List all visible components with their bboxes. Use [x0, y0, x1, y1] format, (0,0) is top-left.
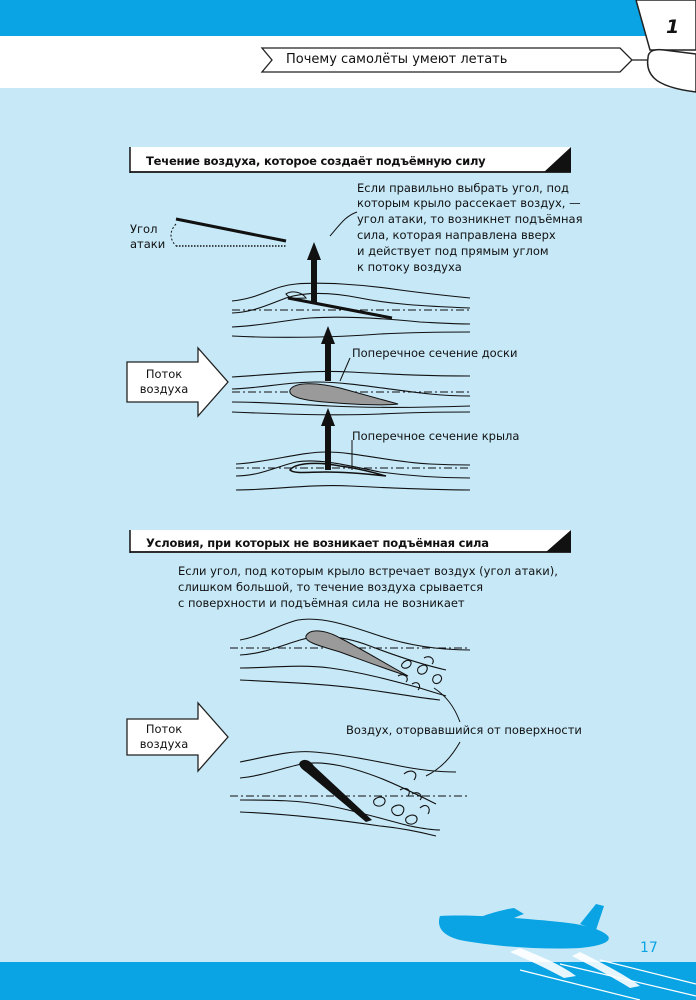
running-title-ribbon	[260, 47, 648, 73]
wing-label: Поперечное сечение крыла	[352, 429, 520, 443]
page-number: 17	[640, 940, 658, 956]
streamlines-wing	[235, 451, 471, 491]
board-cross-section	[289, 383, 399, 406]
section1-explanation-line5: и действует под прямым углом	[357, 244, 549, 258]
explanation-leader-line	[329, 211, 358, 237]
airflow-label-2-line1: Поток	[145, 722, 183, 736]
airplane-nose-icon	[646, 48, 696, 93]
angle-label-line2: атаки	[130, 237, 166, 251]
flat-plate	[287, 296, 393, 320]
section1-explanation-line4: сила, которая направлена вверх	[357, 228, 556, 242]
lift-arrow-board	[321, 326, 335, 381]
airflow-label-1-line1: Поток	[145, 367, 183, 381]
chapter-number: 1	[666, 16, 680, 38]
lift-arrow-wing	[321, 408, 335, 470]
angle-label-line1: Угол	[130, 222, 158, 236]
separated-air-leaders	[425, 687, 461, 777]
airflow-label-1-line2: воздуха	[139, 382, 189, 396]
running-title: Почему самолёты умеют летать	[286, 52, 508, 67]
section2-explanation-line1: Если угол, под которым крыло встречает в…	[178, 564, 558, 578]
stalled-wing-1	[305, 630, 409, 677]
board-label-leader	[339, 357, 351, 382]
airflow-label-1: Поток воздуха	[130, 367, 198, 397]
angle-of-attack-diagram	[170, 217, 287, 247]
chapter-tab	[635, 0, 696, 51]
lift-arrow	[307, 242, 321, 304]
section1-header-bar	[129, 147, 571, 173]
section1-title: Течение воздуха, которое создаёт подъёмн…	[146, 154, 486, 168]
section1-explanation-line6: к потоку воздуха	[357, 260, 462, 274]
airflow-label-2-line2: воздуха	[139, 737, 189, 751]
wing-cross-section	[289, 462, 387, 477]
section1-explanation-line3: угол атаки, то возникнет подъёмная	[357, 212, 583, 226]
airflow-arrow-1	[126, 346, 229, 418]
section2-explanation-line2: слишком большой, то течение воздуха срыв…	[178, 580, 484, 594]
separated-air-label: Воздух, оторвавшийся от поверхности	[346, 723, 582, 737]
streamlines-stall-1	[230, 618, 471, 701]
footer-streak-lines	[519, 959, 696, 1000]
section1-explanation-line1: Если правильно выбрать угол, под	[357, 181, 570, 195]
section2-explanation-line3: с поверхности и подъёмная сила не возник…	[178, 596, 465, 610]
board-label: Поперечное сечение доски	[352, 346, 518, 360]
section2-title: Условия, при которых не возникает подъём…	[146, 536, 489, 550]
section1-explanation-line2: которым крыло рассекает воздух, —	[357, 196, 581, 210]
section2-header-bar	[129, 530, 571, 553]
airflow-label-2: Поток воздуха	[130, 722, 198, 752]
header-top-band	[0, 0, 696, 36]
airflow-arrow-2	[126, 701, 229, 773]
streamlines-stall-2	[230, 751, 470, 837]
stalled-flat-plate	[299, 759, 372, 822]
